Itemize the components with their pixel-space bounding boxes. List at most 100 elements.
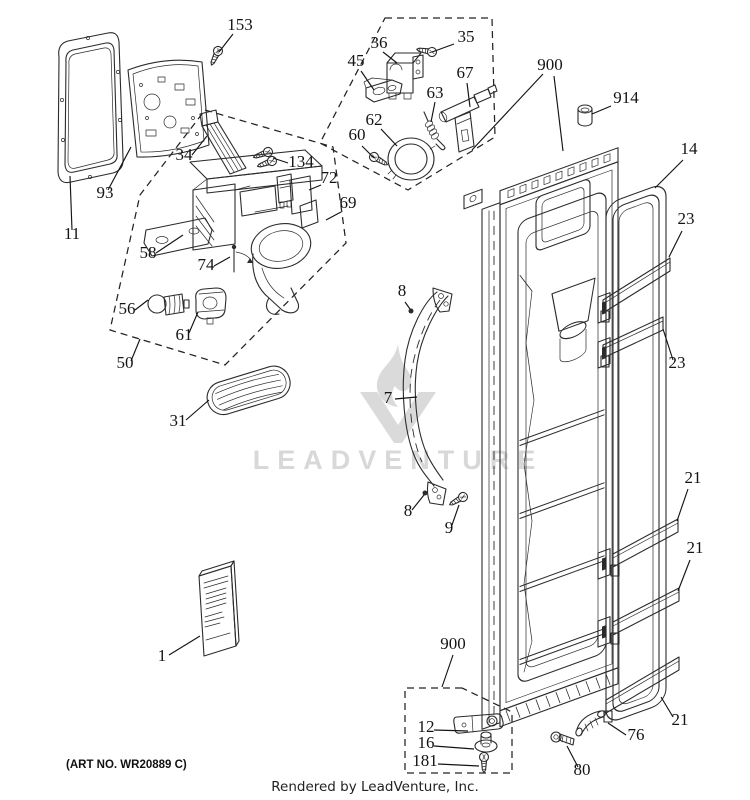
leader-line-56-bulb	[134, 299, 149, 311]
hinge-pin	[474, 731, 498, 753]
dispenser-ring	[387, 137, 436, 181]
leader-line-35-screw	[431, 43, 455, 53]
light-bulb	[147, 293, 190, 316]
bolt-80	[550, 731, 575, 746]
leader-line-8-fastener-top	[404, 301, 411, 310]
leader-line-36-solenoid	[382, 51, 398, 64]
part-label-80-bolt: 80	[574, 760, 591, 779]
leader-line-93-control-board	[107, 146, 132, 191]
leader-line-34-ribbon-cable	[191, 135, 208, 156]
retainer-bar-21-a	[610, 518, 679, 577]
leader-line-7-handle	[394, 396, 418, 400]
part-label-7-handle: 7	[384, 388, 393, 407]
leader-line-62-ring	[380, 128, 398, 147]
part-label-900-door-top: 900	[537, 55, 563, 74]
part-label-9-screw: 9	[445, 518, 454, 537]
part-label-45-bracket: 45	[348, 51, 365, 70]
handle-fastener-dot-bottom	[422, 490, 428, 496]
inner-door-panel	[57, 32, 124, 184]
part-label-58-dispenser-module: 58	[140, 243, 157, 262]
part-label-1-literature: 1	[158, 646, 167, 665]
dispenser-funnel	[250, 199, 319, 315]
part-label-8-fastener-bottom: 8	[404, 501, 413, 520]
leader-line-58-dispenser-module	[155, 234, 184, 254]
part-label-72-switch: 72	[321, 168, 338, 187]
part-label-74-pin: 74	[198, 255, 216, 274]
retainer-bar-21-b	[610, 587, 680, 645]
rendered-by-text: Rendered by LeadVenture, Inc.	[271, 779, 479, 795]
screw-60	[367, 150, 391, 170]
actuator-arm	[438, 84, 498, 153]
part-label-61-socket: 61	[176, 325, 193, 344]
hinge-bracket	[453, 713, 504, 734]
part-label-21-bar-b: 21	[687, 538, 704, 557]
leader-line-72-switch	[308, 184, 322, 191]
leader-line-153-screw-top-left	[218, 33, 234, 53]
leader-line-80-bolt	[566, 745, 579, 768]
door-top-vents	[507, 153, 611, 199]
dispenser-control-board	[127, 59, 210, 158]
leader-line-61-socket	[188, 311, 199, 334]
leader-line-900-door-bottom	[441, 654, 454, 688]
dashed-region-dispenser-assembly	[109, 109, 347, 366]
leader-line-74-pin	[213, 256, 231, 267]
leader-line-16-hinge-pin	[433, 745, 475, 750]
grommet-tube	[575, 710, 606, 737]
leader-line-11-door-panel	[69, 175, 73, 231]
part-label-31-grille: 31	[170, 411, 187, 430]
solenoid-bracket	[363, 77, 403, 103]
freezer-door	[463, 147, 619, 730]
v-logo-icon	[360, 392, 436, 443]
part-label-900-door-bottom: 900	[440, 634, 466, 653]
literature-booklet	[198, 560, 240, 657]
dispenser-switch	[276, 173, 294, 209]
bulb-socket	[195, 287, 227, 325]
leader-line-60-screw	[361, 145, 375, 159]
leader-line-31-grille	[185, 399, 210, 421]
leader-line-9-screw	[451, 504, 460, 526]
dispenser-grille	[206, 365, 291, 416]
leader-line-181-hinge-screw	[437, 763, 480, 767]
door-handle	[402, 287, 453, 506]
part-label-63-spring: 63	[427, 83, 444, 102]
spring-63	[423, 111, 446, 151]
leader-line-21-bar-c	[660, 696, 674, 718]
leader-line-76-grommet	[607, 722, 627, 736]
cap-914	[577, 104, 593, 127]
art-number-text: (ART NO. WR20889 C)	[66, 759, 187, 771]
part-label-76-grommet: 76	[628, 725, 645, 744]
leader-line-14-gasket	[654, 159, 684, 189]
flame-logo-icon	[376, 344, 412, 407]
shelf-mount-tabs	[597, 292, 611, 648]
watermark-text: LEADVENTURE	[253, 445, 544, 475]
leader-line-21-bar-a	[676, 488, 689, 522]
part-label-56-bulb: 56	[119, 299, 136, 318]
screw-181	[478, 751, 490, 774]
part-label-62-ring: 62	[366, 110, 383, 129]
leader-line-8-fastener-bottom	[411, 494, 425, 511]
dashed-region-hinge-parts	[404, 687, 513, 774]
leader-line-21-bar-b	[677, 559, 691, 592]
part-label-8-fastener-top: 8	[398, 281, 407, 300]
retainer-pin	[231, 244, 253, 273]
part-label-181-hinge-screw: 181	[412, 751, 438, 770]
part-label-153-screw-top-left: 153	[227, 15, 253, 34]
door-gasket	[605, 185, 667, 721]
leadventure-watermark: LEADVENTURE	[253, 344, 544, 475]
leader-line-69-funnel	[325, 211, 342, 221]
part-label-60-screw: 60	[349, 125, 366, 144]
handle-fastener-dot-top	[408, 308, 414, 314]
part-label-16-hinge-pin: 16	[418, 733, 435, 752]
part-label-67-actuator-arm: 67	[457, 63, 475, 82]
part-label-69-funnel: 69	[340, 193, 357, 212]
leader-line-134-screws	[272, 157, 289, 164]
part-label-12-hinge-bracket: 12	[418, 717, 435, 736]
ribbon-cable	[199, 109, 247, 175]
leader-line-1-literature	[168, 635, 201, 656]
part-label-35-screw: 35	[458, 27, 475, 46]
retainer-bar-23-a	[600, 257, 671, 323]
leader-line-900-door-top	[471, 73, 544, 151]
part-label-14-gasket: 14	[681, 139, 699, 158]
